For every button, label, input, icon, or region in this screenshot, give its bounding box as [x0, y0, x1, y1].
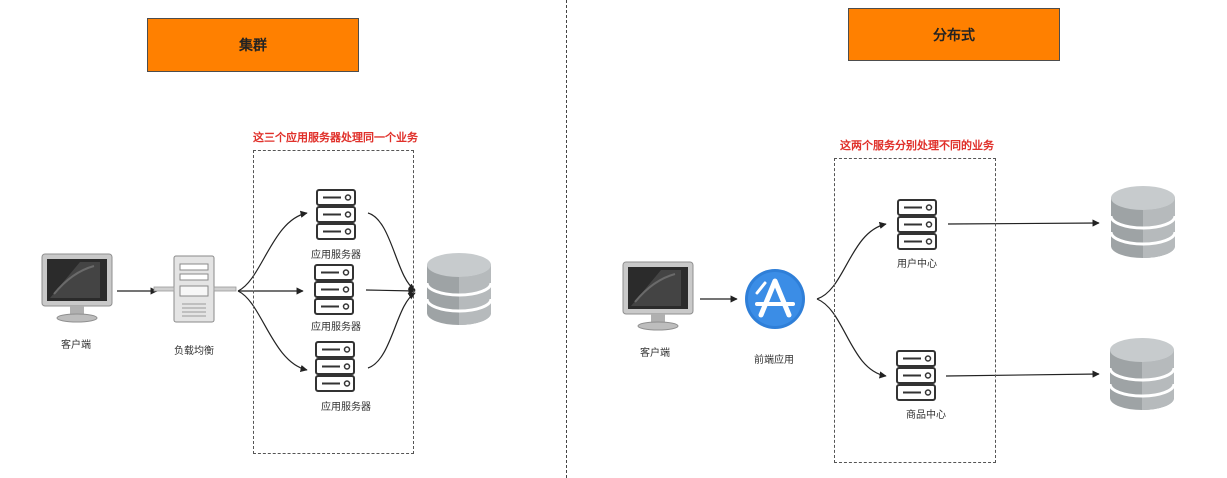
- frontend-app-label: 前端应用: [754, 355, 794, 366]
- arrow-server-2-to-db: [365, 287, 416, 295]
- user-center-label: 用户中心: [897, 259, 937, 270]
- arrow-frontend-to-product-center: [816, 298, 887, 379]
- arrow-frontend-to-user-center: [816, 221, 887, 300]
- arrow-user-center-to-db: [947, 219, 1100, 227]
- server-label-3: 应用服务器: [321, 402, 371, 413]
- cluster-server-group: [253, 150, 414, 454]
- client-label-right: 客户端: [640, 348, 670, 359]
- cluster-note: 这三个应用服务器处理同一个业务: [253, 131, 418, 144]
- load-balancer-icon: [153, 255, 237, 323]
- section-divider: [566, 0, 567, 478]
- user-db-icon: [1109, 184, 1177, 260]
- database-icon: [425, 251, 493, 327]
- arrow-lb-to-server-1: [237, 210, 308, 292]
- distributed-note: 这两个服务分别处理不同的业务: [840, 139, 994, 152]
- client-monitor-icon: [41, 253, 113, 323]
- client-monitor-icon-right: [622, 261, 694, 331]
- frontend-app-icon: [745, 269, 805, 329]
- cluster-title: 集群: [147, 18, 359, 72]
- product-db-icon: [1108, 336, 1176, 412]
- arrow-server-1-to-db: [367, 212, 416, 291]
- arrow-lb-to-server-3: [237, 290, 308, 373]
- product-center-label: 商品中心: [906, 410, 946, 421]
- load-balancer-label: 负载均衡: [174, 346, 214, 357]
- arrow-server-3-to-db: [367, 292, 416, 369]
- distributed-title: 分布式: [848, 8, 1060, 61]
- server-label-1: 应用服务器: [311, 250, 361, 261]
- server-label-2: 应用服务器: [311, 322, 361, 333]
- distributed-service-group: [834, 158, 996, 463]
- client-label: 客户端: [61, 340, 91, 351]
- arrow-product-center-to-db: [945, 370, 1100, 378]
